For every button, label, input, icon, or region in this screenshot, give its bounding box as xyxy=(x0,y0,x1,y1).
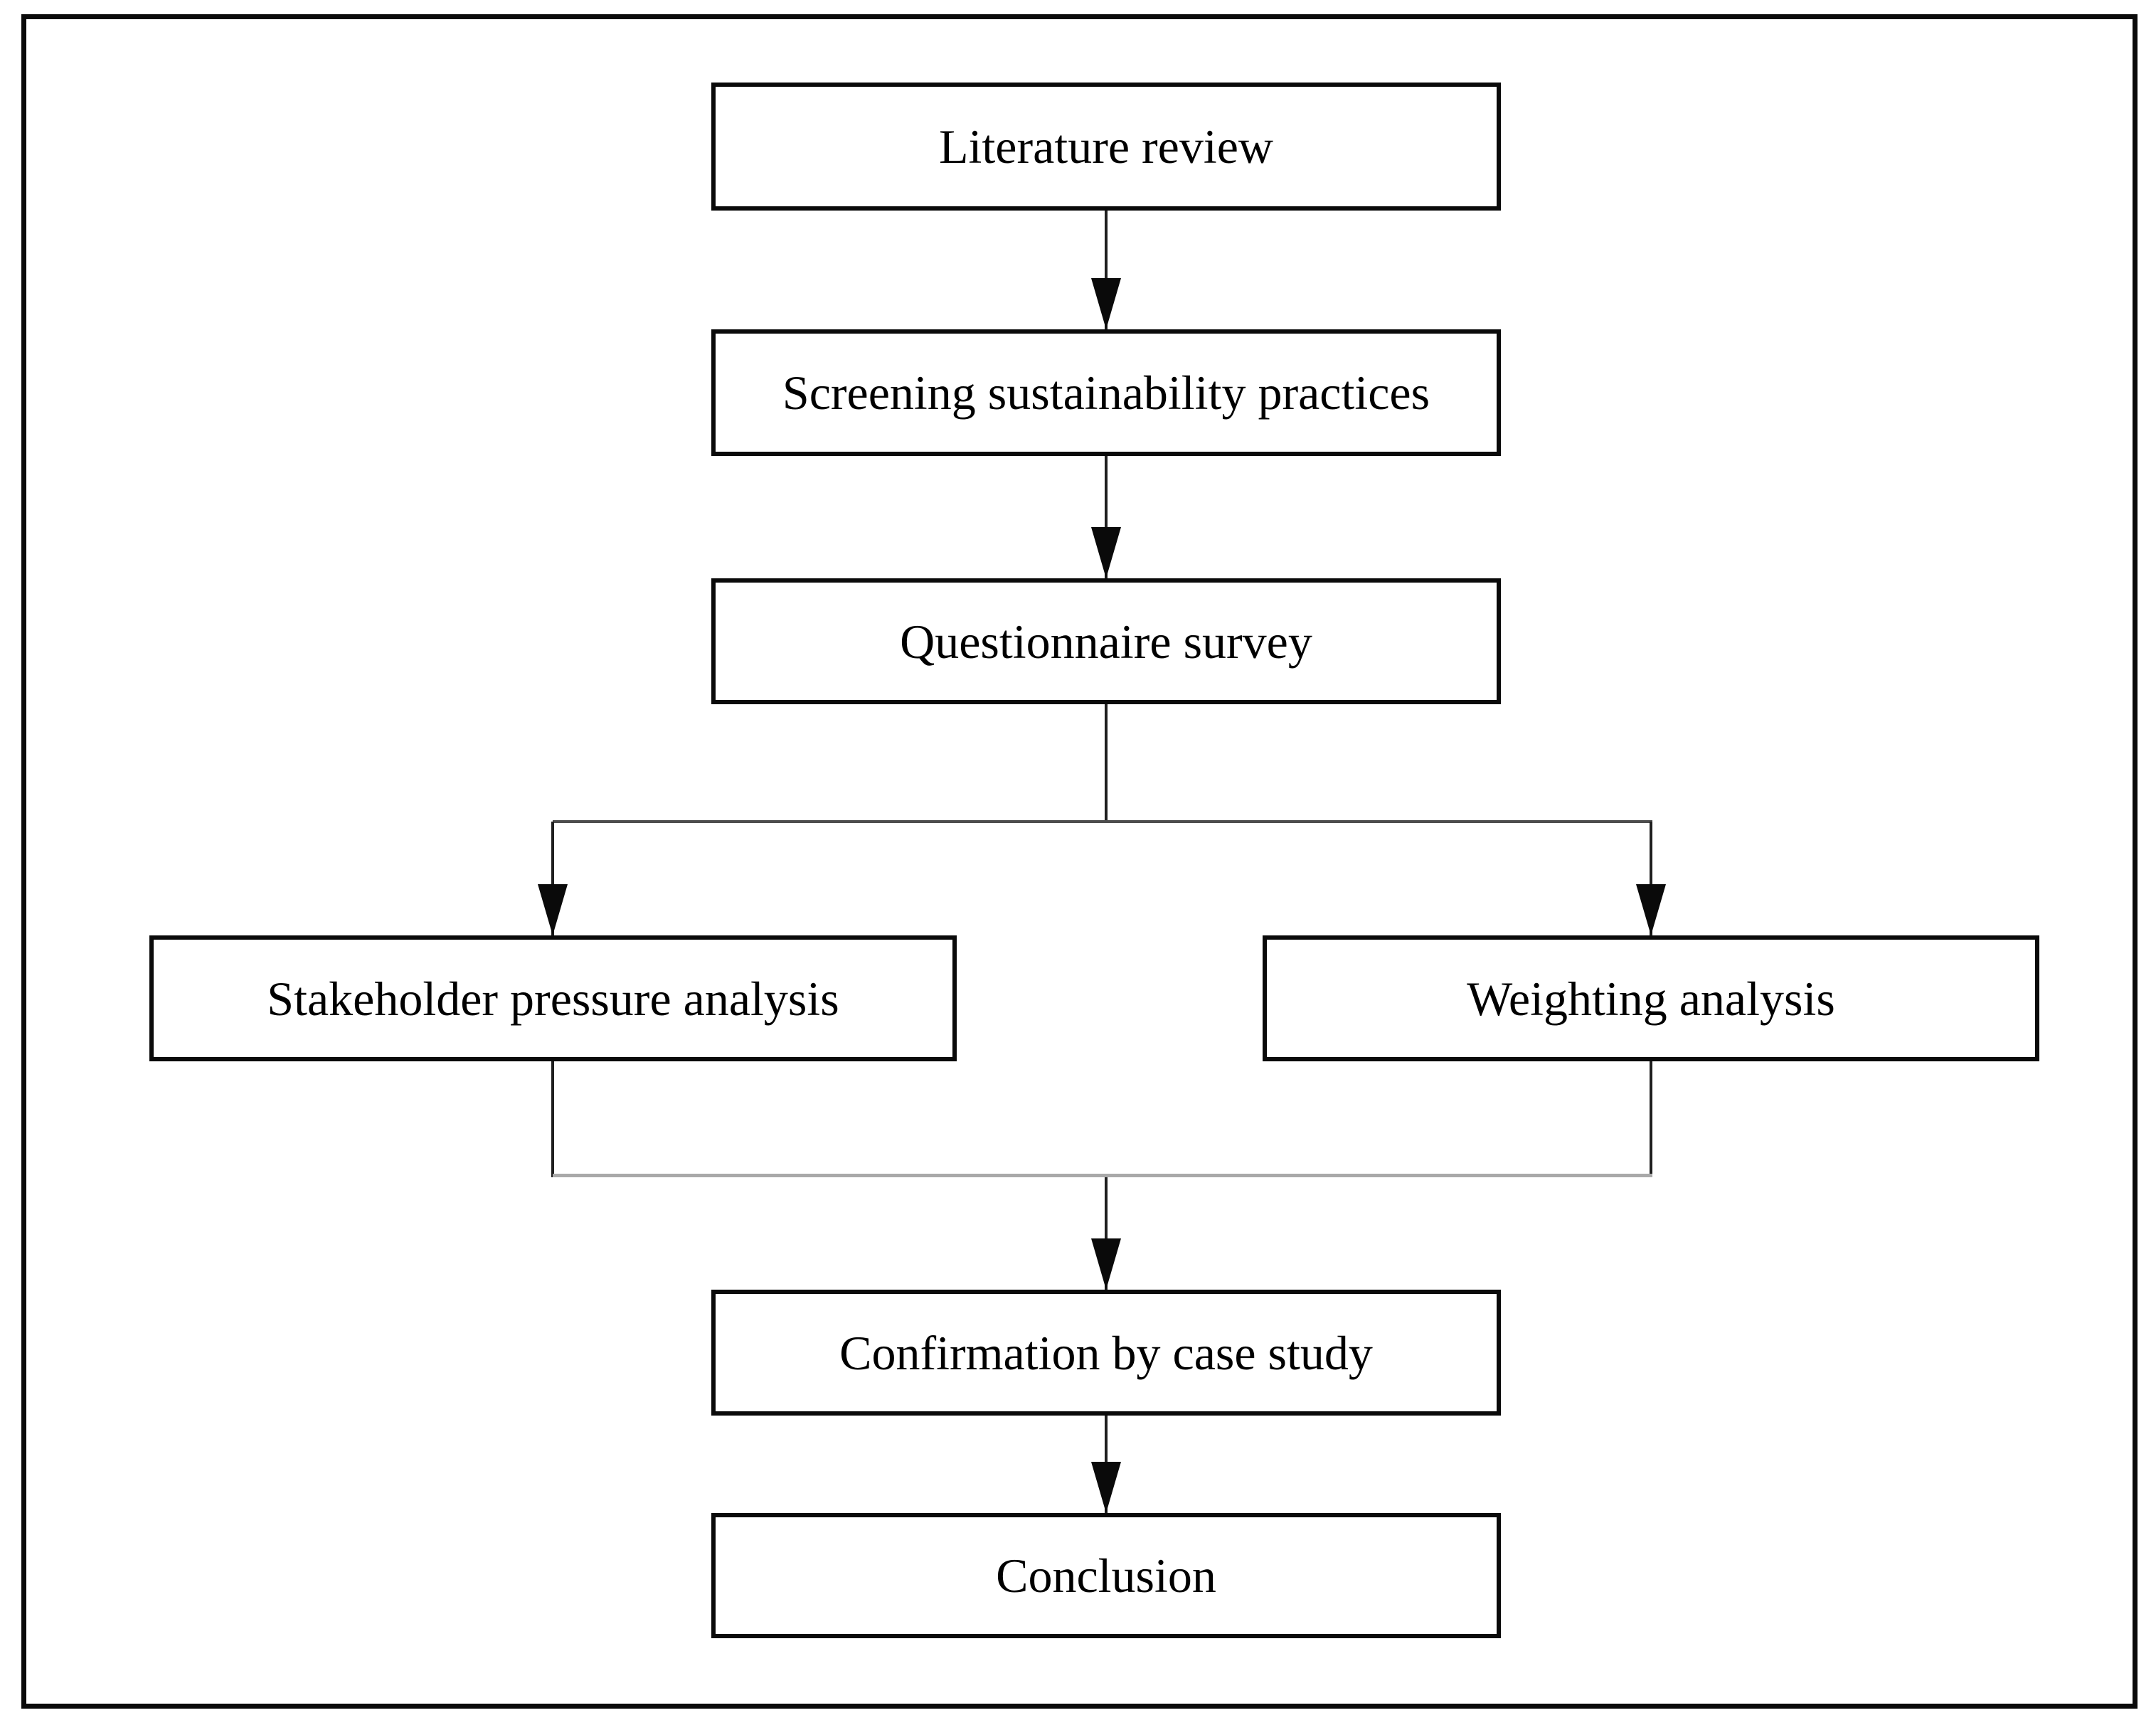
connector-split-to-stakeholder xyxy=(551,822,554,935)
connector-literature-to-screening xyxy=(1105,211,1108,329)
arrowhead-down-icon xyxy=(538,884,568,935)
node-label: Confirmation by case study xyxy=(839,1325,1373,1380)
node-literature-review: Literature review xyxy=(711,83,1501,211)
arrowhead-down-icon xyxy=(1091,1462,1121,1513)
diagram-border-frame xyxy=(21,14,2138,1709)
arrowhead-down-icon xyxy=(1636,884,1666,935)
merge-line xyxy=(553,1174,1652,1177)
split-line xyxy=(553,820,1652,823)
arrowhead-down-icon xyxy=(1091,1238,1121,1290)
node-stakeholder-pressure-analysis: Stakeholder pressure analysis xyxy=(149,935,957,1061)
node-label: Questionnaire survey xyxy=(900,614,1312,669)
connector-weighting-to-merge xyxy=(1650,1061,1652,1177)
node-conclusion: Conclusion xyxy=(711,1513,1501,1638)
node-label: Literature review xyxy=(938,120,1274,174)
node-questionnaire-survey: Questionnaire survey xyxy=(711,578,1501,704)
node-label: Weighting analysis xyxy=(1467,971,1835,1026)
node-confirmation-by-case-study: Confirmation by case study xyxy=(711,1290,1501,1416)
node-screening-sustainability-practices: Screening sustainability practices xyxy=(711,329,1501,456)
arrowhead-down-icon xyxy=(1091,527,1121,578)
node-label: Screening sustainability practices xyxy=(782,366,1430,420)
node-weighting-analysis: Weighting analysis xyxy=(1263,935,2039,1061)
connector-merge-to-confirmation xyxy=(1105,1177,1108,1290)
connector-screening-to-questionnaire xyxy=(1105,456,1108,578)
arrowhead-down-icon xyxy=(1091,278,1121,329)
connector-stakeholder-to-merge xyxy=(551,1061,554,1177)
node-label: Stakeholder pressure analysis xyxy=(267,971,839,1026)
connector-split-to-weighting xyxy=(1650,822,1652,935)
node-label: Conclusion xyxy=(996,1549,1216,1603)
connector-questionnaire-stem xyxy=(1105,704,1108,823)
